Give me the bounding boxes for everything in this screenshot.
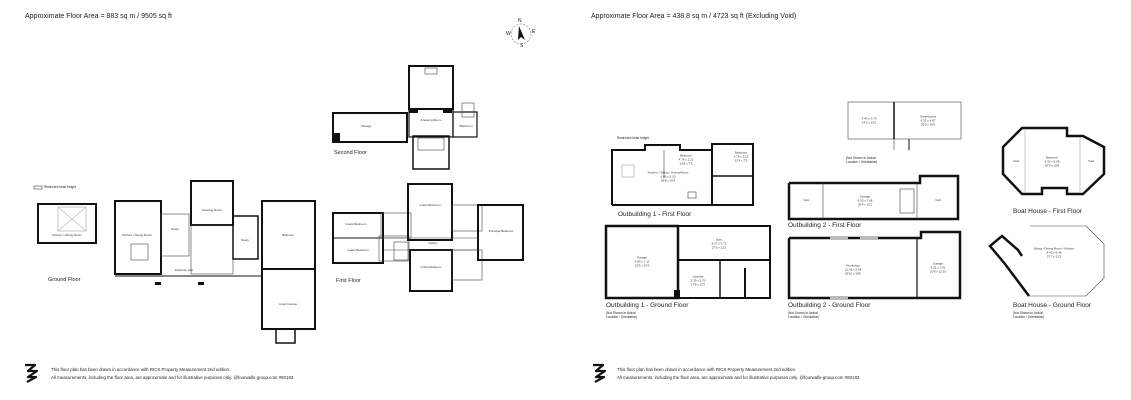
room-kitchen-family: Kitchen / Dining Room: [52, 233, 82, 238]
ob1-ground-floor-label: Outbuilding 1 - Ground Floor: [606, 302, 689, 309]
room-drawing-room: Drawing Room: [202, 208, 222, 213]
room-guest-bedroom-1: Guest Bedroom: [345, 222, 367, 227]
ob2-ground-note: (Not Shown In Actual Location / Orientat…: [788, 311, 820, 319]
outbuilding2-ground-walls: [787, 230, 962, 300]
room-boathouse-void-left: Void: [1013, 159, 1019, 164]
boathouse-ground-note: (Not Shown In Actual Location / Orientat…: [1013, 311, 1045, 319]
left-footer: This floor plan has been drawn in accord…: [51, 366, 293, 383]
room-greenhouse: Greenhouse 6.32 x 4.87 20'9 x 16'0: [919, 114, 937, 126]
first-floor-walls: [332, 183, 524, 292]
left-footer-line1: This floor plan has been drawn in accord…: [51, 367, 231, 372]
right-area-title: Approximate Floor Area = 438.8 sq m / 47…: [591, 13, 797, 20]
fourwalls-logo-icon: [22, 362, 40, 389]
second-floor-walls: [332, 65, 478, 170]
room-study-1: Study: [171, 227, 179, 232]
room-ob2-garage: Garage 6.25 x 3.91 20'6 x 12'10: [930, 261, 946, 273]
boathouse-ground-floor-label: Boat House - Ground Floor: [1013, 302, 1092, 309]
room-guest-bedroom-4: Guest Bedroom: [420, 265, 442, 270]
right-ceiling-note: Restricted head height: [617, 136, 649, 140]
right-floor-plan-drawing: [604, 101, 1106, 300]
room-coach-house: Coach House: [278, 302, 298, 307]
first-floor-label: First Floor: [336, 278, 361, 284]
room-ob2-void-left: Void: [803, 198, 809, 203]
room-gallery: Gallery: [428, 241, 438, 246]
room-greenhouse-store: 4.40 x 3.70 14'5 x 12'2: [861, 116, 877, 124]
room-bathroom-second: Bathroom: [459, 124, 473, 129]
room-kitchen-dining: Kitchen / Dining Room: [122, 233, 152, 238]
boathouse-first-walls: [1001, 126, 1106, 196]
room-entrance-hall: Entrance Hall: [174, 268, 194, 273]
right-footer: This floor plan has been drawn in accord…: [617, 366, 859, 383]
room-boathouse-bedroom: Bedroom 6.32 x 5.08 20'9 x 16'8: [1044, 155, 1060, 167]
room-ob2-storage: Storage 6.20 x 3.06 20'4 x 10'1: [857, 194, 873, 206]
room-principal-bedroom: Principal Bedroom: [488, 229, 514, 234]
room-study-2: Study: [241, 238, 249, 243]
boathouse-ground-walls: [988, 225, 1105, 297]
room-storage-second: Storage: [360, 124, 372, 129]
compass-n: N: [518, 18, 522, 24]
left-footer-line2: All measurements, including the floor ar…: [51, 375, 294, 381]
ob2-first-floor-label: Outbuilding 2 - First Floor: [788, 222, 862, 229]
outbuilding1-first-walls: [611, 143, 754, 206]
room-ob2-workshop: Workshop 12.45 x 5.48 40'10 x 18'0: [844, 263, 862, 275]
compass-s: S: [520, 43, 524, 49]
room-ob1-bedroom-1: Bedroom 4.78 x 2.22 15'8 x 7'3: [678, 153, 694, 165]
room-ob1-laundry: Laundry 5.39 x 3.70 17'8 x 12'2: [690, 274, 706, 286]
compass-e: E: [532, 29, 536, 35]
ground-floor-label: Ground Floor: [48, 277, 81, 283]
room-boathouse-sitting: Sitting / Dining Room / Kitchen 8.42 x 6…: [1033, 246, 1075, 258]
ob1-ground-note: (Not Shown In Actual Location / Orientat…: [606, 311, 638, 319]
room-ob1-kitchen: Kitchen / Sitting / Dining Room 9.06 x 5…: [647, 170, 689, 182]
room-dressing-room: Dressing Room: [420, 118, 442, 123]
right-footer-line1: This floor plan has been drawn in accord…: [617, 367, 797, 372]
room-guest-bedroom-2: Guest Bedroom: [347, 248, 369, 253]
outbuilding1-ground-walls: [604, 224, 771, 300]
room-ob1-gym: Gym 8.37 x 3.71 27'5 x 12'2: [711, 237, 727, 249]
greenhouse-walls: [847, 101, 962, 150]
room-boathouse-void-right: Void: [1088, 159, 1094, 164]
left-ceiling-note: Restricted head height: [44, 185, 76, 189]
ob2-ground-floor-label: Outbuilding 2 - Ground Floor: [788, 302, 871, 309]
boathouse-first-floor-label: Boat House - First Floor: [1013, 208, 1082, 215]
second-floor-label: Second Floor: [334, 150, 367, 156]
room-ob1-bedroom-2: Bedroom 3.76 x 2.22 12'4 x 7'3: [733, 150, 749, 162]
room-ob2-void-right: Void: [935, 198, 941, 203]
left-floor-plan-drawing: [33, 65, 524, 344]
compass-w: W: [506, 31, 511, 37]
compass-icon: N E S W: [506, 18, 536, 49]
room-ballroom: Ballroom: [282, 233, 294, 238]
ob1-first-floor-label: Outbuilding 1 - First Floor: [618, 211, 692, 218]
room-ob1-garage: Garage 6.83 x 7.11 22'5 x 23'4: [634, 255, 650, 267]
fourwalls-logo-icon: [590, 362, 608, 389]
greenhouse-note: (Not Shown In Actual Location / Orientat…: [846, 156, 878, 164]
left-area-title: Approximate Floor Area = 883 sq m / 9505…: [25, 13, 172, 20]
ground-floor-walls: [33, 180, 316, 344]
right-footer-line2: All measurements, including the floor ar…: [617, 375, 860, 381]
room-guest-bedroom-3: Guest Bedroom: [419, 203, 441, 208]
outbuilding2-first-walls: [787, 174, 960, 221]
